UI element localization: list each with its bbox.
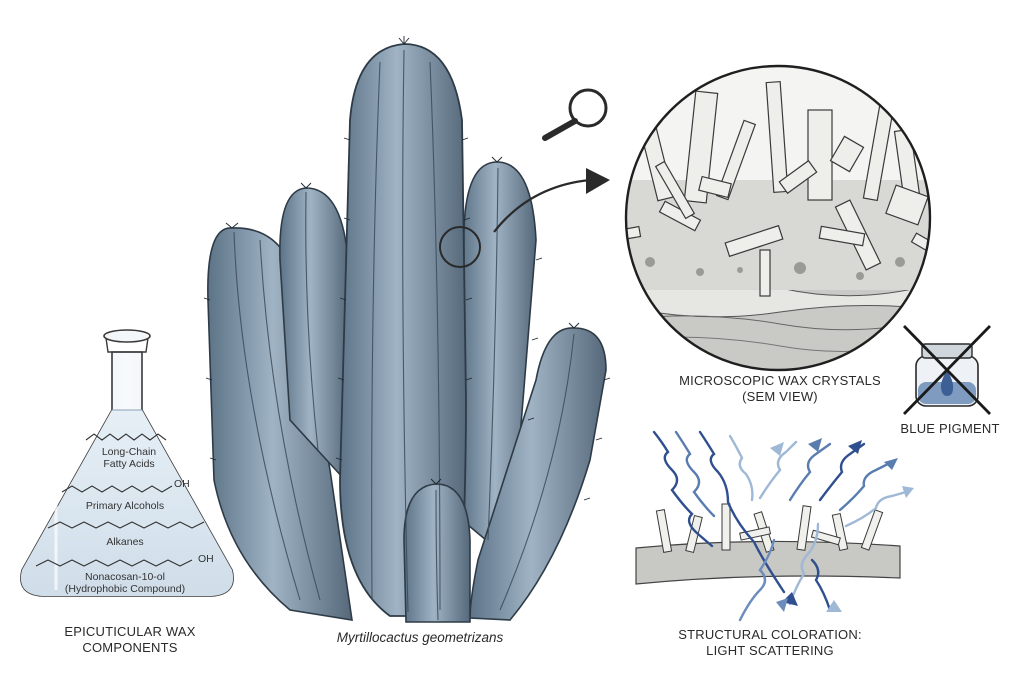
light-scattering-diagram xyxy=(635,430,914,622)
caption-sem-view-line2: (SEM VIEW) xyxy=(742,389,818,404)
caption-sem-view-line1: MICROSCOPIC WAX CRYSTALS xyxy=(679,373,881,388)
label-alkanes: Alkanes xyxy=(106,536,144,548)
label-fatty-acids-line2: Fatty Acids xyxy=(103,458,155,470)
magnifying-glass-icon xyxy=(542,88,608,141)
label-fatty-acids-line1: Long-Chain xyxy=(101,446,157,458)
cactus-drawing xyxy=(203,36,611,623)
label-primary-alcohols: Primary Alcohols xyxy=(85,500,165,512)
label-nonacosanol-line1: Nonacosan-10-ol xyxy=(85,571,165,583)
nonacosanol-chain xyxy=(35,559,193,567)
alcohol-chain xyxy=(61,485,173,493)
wax-crystals xyxy=(626,81,930,297)
label-nonacosanol-line2: (Hydrophobic Compound) xyxy=(64,583,186,595)
label-oh-1: OH xyxy=(174,478,190,490)
cactus-spines xyxy=(203,36,611,501)
caption-blue-pigment: BLUE PIGMENT xyxy=(900,421,1000,436)
zoom-arrow xyxy=(493,178,591,233)
alkane-chain xyxy=(47,521,205,529)
label-nonacosanol: Nonacosan-10-ol (Hydrophobic Compound) xyxy=(40,571,210,595)
caption-epicuticular-wax-line2: COMPONENTS xyxy=(82,640,178,655)
zoom-ring xyxy=(439,226,481,268)
caption-structural-coloration: STRUCTURAL COLORATION: LIGHT SCATTERING xyxy=(660,627,880,659)
cactus-stem-front-small xyxy=(403,483,471,623)
caption-structural-coloration-line2: LIGHT SCATTERING xyxy=(706,643,834,658)
label-oh-2: OH xyxy=(198,553,214,565)
cactus-stem-far-right xyxy=(469,327,607,621)
label-fatty-acids: Long-Chain Fatty Acids xyxy=(84,446,174,470)
fatty-acid-chain xyxy=(85,433,167,441)
caption-sem-view: MICROSCOPIC WAX CRYSTALS (SEM VIEW) xyxy=(660,373,900,405)
wax-surface-layer xyxy=(635,540,901,585)
caption-epicuticular-wax: EPICUTICULAR WAX COMPONENTS xyxy=(40,624,220,656)
caption-cactus-species: Myrtillocactus geometrizans xyxy=(336,630,504,645)
flask-rim xyxy=(103,329,151,343)
sem-circle xyxy=(624,64,932,372)
caption-structural-coloration-line1: STRUCTURAL COLORATION: xyxy=(678,627,862,642)
blue-pigment-jar-icon xyxy=(902,325,992,415)
caption-epicuticular-wax-line1: EPICUTICULAR WAX xyxy=(64,624,196,639)
